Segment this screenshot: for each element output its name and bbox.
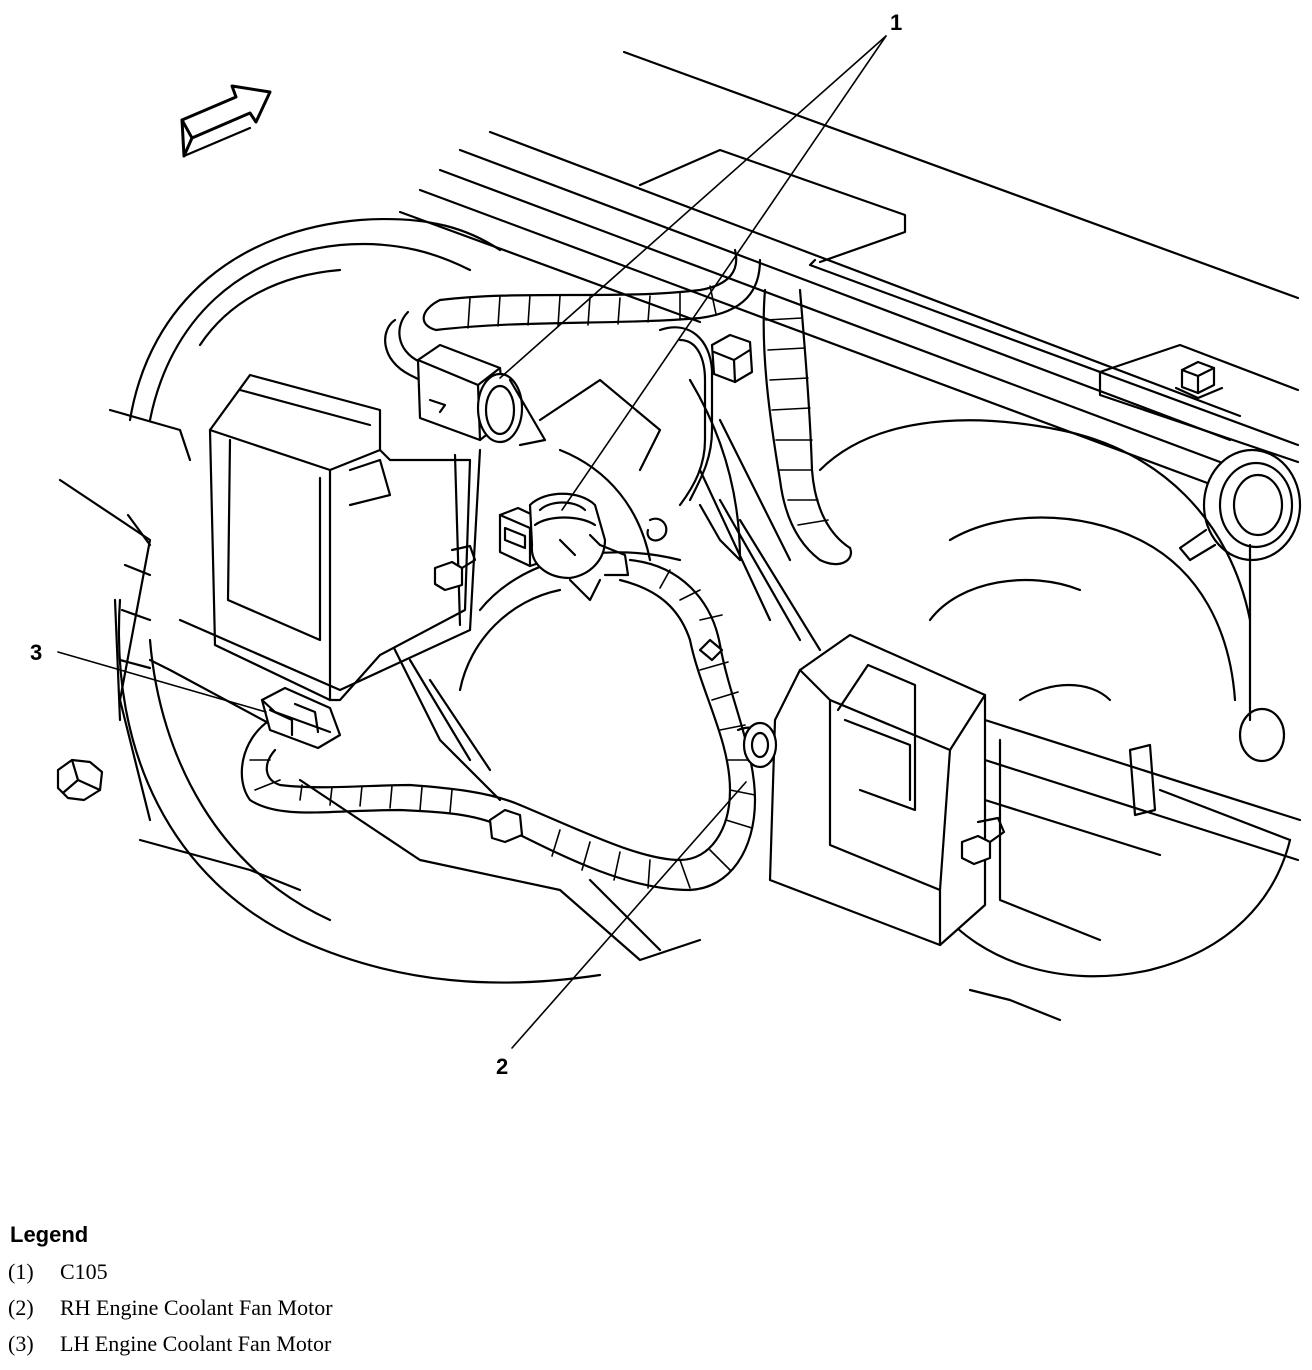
leader-line-1b	[561, 35, 887, 511]
radiator-bolt	[1174, 360, 1224, 400]
legend-item-number: (3)	[8, 1331, 34, 1356]
legend-item: (2) RH Engine Coolant Fan Motor	[8, 1290, 708, 1326]
legend: Legend (1) C105 (2) RH Engine Coolant Fan …	[8, 1222, 708, 1362]
lh-fan-motor-connector	[260, 686, 342, 750]
leader-line-2	[511, 781, 747, 1049]
engine-coolant-fan-diagram: 1 2 3	[30, 10, 1302, 1079]
legend-title: Legend	[10, 1222, 89, 1247]
lh-fan-motor-module	[148, 373, 482, 742]
c105-connector-lower	[498, 492, 668, 602]
callout-3: 3	[30, 640, 42, 665]
rh-fan-motor-connector	[742, 721, 778, 769]
callout-1: 1	[890, 10, 902, 35]
legend-item-text: RH Engine Coolant Fan Motor	[60, 1295, 333, 1320]
leader-line-3	[57, 651, 267, 713]
coolant-pipe	[658, 326, 792, 562]
legend-item-number: (2)	[8, 1295, 34, 1320]
left-bracket-bolt	[56, 758, 104, 802]
legend-item: (1) C105	[8, 1254, 708, 1290]
callout-2: 2	[496, 1054, 508, 1079]
legend-item: (3) LH Engine Coolant Fan Motor	[8, 1326, 708, 1362]
rh-fan-motor-module	[768, 633, 1302, 947]
wiring-harness	[240, 248, 853, 892]
c105-connector-upper	[416, 343, 547, 447]
legend-item-text: C105	[60, 1259, 108, 1284]
legend-item-number: (1)	[8, 1259, 34, 1284]
front-direction-arrow-icon	[180, 84, 272, 158]
legend-item-text: LH Engine Coolant Fan Motor	[60, 1331, 332, 1356]
radiator-top	[398, 50, 1300, 486]
right-fan-shroud	[818, 419, 1292, 1022]
center-fan-blades	[298, 378, 822, 962]
radiator-fitting-right	[1178, 448, 1302, 763]
leader-lines	[57, 35, 887, 1049]
leader-line-1a	[499, 35, 887, 379]
left-fan-shroud	[58, 217, 602, 984]
